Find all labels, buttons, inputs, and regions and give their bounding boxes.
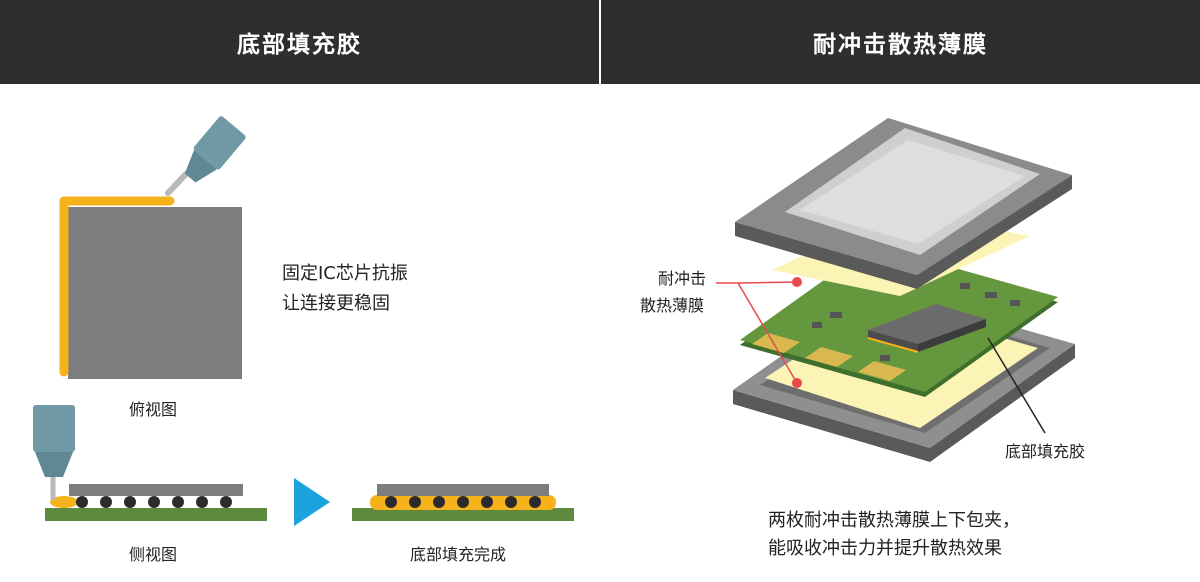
right-description-line-2: 能吸收冲击力并提升散热效果 [768,538,1002,559]
dispense-needle [165,171,189,196]
description-line-1: 固定IC芯片抗振 [282,263,408,284]
top-casing [735,118,1072,289]
underfill-callout-label: 底部填充胶 [1005,442,1086,461]
underfill-callout-line [987,337,1046,434]
pcb-complete [352,508,574,521]
ic-chip-on-pcb [868,304,986,344]
top-view-diagram [59,116,246,379]
exploded-card-diagram [733,118,1075,462]
process-arrow-icon [294,478,330,526]
heat-film-section-header: 耐冲击散热薄膜 [601,0,1200,84]
dispense-nozzle-icon [184,116,246,183]
underfill-section-header: 底部填充胶 [0,0,599,84]
side-nozzle-icon [33,405,75,477]
ic-chip-complete [377,484,549,496]
underfill-complete-diagram [352,484,574,521]
film-callout-line-2: 散热薄膜 [640,296,705,315]
pcb-board [740,245,1058,397]
film-callout-line-1: 耐冲击 [658,269,707,288]
ic-chip-side-view [69,484,243,496]
solder-balls-complete [385,496,541,508]
side-view-diagram [33,405,267,521]
right-description-line-1: 两枚耐冲击散热薄膜上下包夹， [768,510,1020,531]
underfill-bead-top-view [59,196,175,377]
ic-chip-top-view [68,207,242,379]
solder-balls [76,496,232,508]
callout-dot-top [792,277,802,287]
film-callout-lines [716,277,802,388]
description-line-2: 让连接更稳固 [282,293,390,314]
complete-caption: 底部填充完成 [409,545,507,564]
pcb-side-view [45,508,267,521]
underfill-drop [50,496,78,508]
callout-dot-bottom [792,378,802,388]
side-view-caption: 侧视图 [128,545,178,564]
top-view-caption: 俯视图 [128,400,178,419]
